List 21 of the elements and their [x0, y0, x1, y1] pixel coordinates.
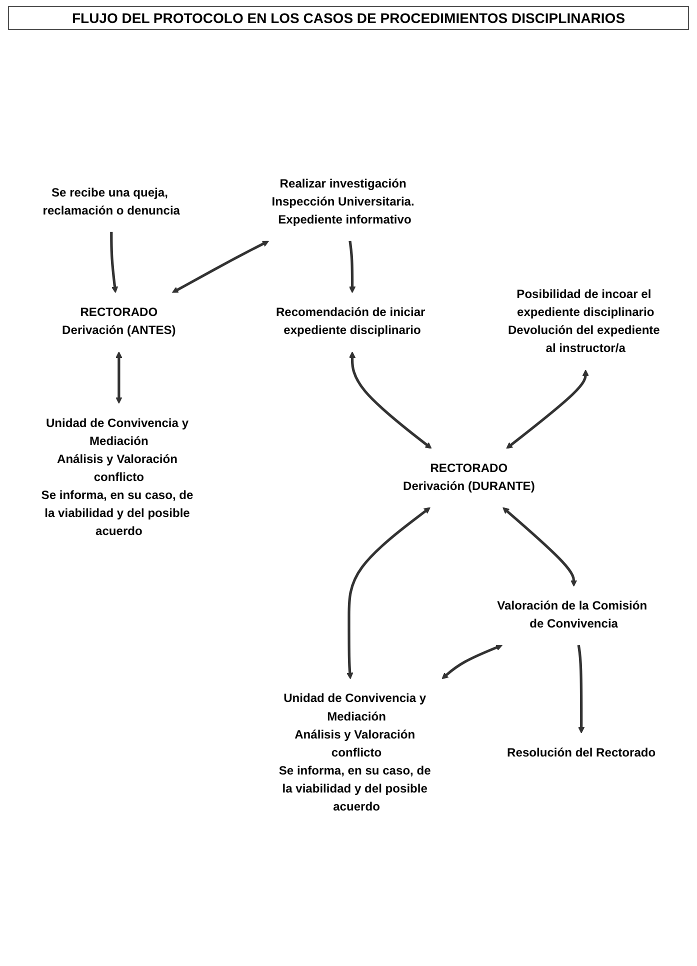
arrow — [502, 507, 578, 587]
arrow — [346, 507, 430, 680]
arrow — [172, 240, 270, 294]
arrow — [442, 644, 503, 680]
node-text: Unidad de Convivencia y Mediación Análisis y Valoración conflicto Se informa, en su caso, de la viabilidad y del posible acuerdo — [41, 416, 194, 538]
node-text: Recomendación de iniciar expediente disciplinario — [276, 306, 426, 338]
arrow — [348, 240, 356, 294]
node-text: Realizar investigación Inspección Universitaria. Expediente informativo — [272, 178, 414, 227]
arrow — [116, 351, 122, 404]
node-text: RECTORADO Derivación (DURANTE) — [403, 462, 535, 493]
diagram-title: FLUJO DEL PROTOCOLO EN LOS CASOS DE PROCEDIMIENTOS DISCIPLINARIOS — [8, 6, 689, 30]
node-text: RECTORADO Derivación (ANTES) — [62, 306, 176, 338]
node-text: Posibilidad de incoar el expediente disciplinario Devolución del expediente al instructor/a — [508, 288, 660, 356]
arrow — [506, 370, 589, 449]
arrow — [577, 644, 585, 734]
node-text: Se recibe una queja, reclamación o denuncia — [42, 186, 180, 218]
arrow — [110, 232, 118, 294]
node-text: Unidad de Convivencia y Mediación Análisis y Valoración conflicto Se informa, en su caso, de la viabilidad y del posible acuerdo — [278, 692, 431, 814]
node-text: Resolución del Rectorado — [507, 746, 656, 760]
arrow — [348, 351, 432, 449]
node-text: Valoración de la Comisión de Convivencia — [497, 600, 648, 631]
